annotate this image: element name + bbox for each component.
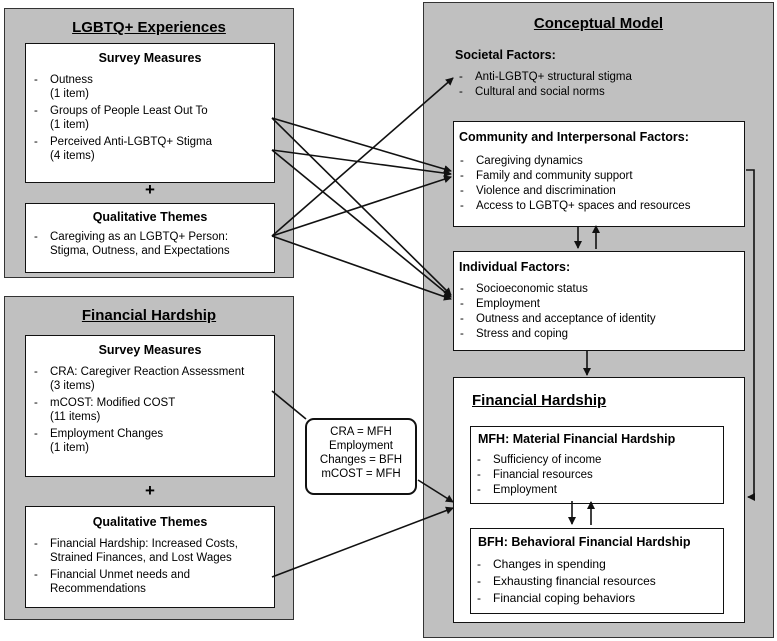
lgbtq-survey-measures-box: Survey Measures Outness(1 item) Groups o… <box>25 43 275 183</box>
bfh-title: BFH: Behavioral Financial Hardship <box>478 535 691 549</box>
list-item: CRA: Caregiver Reaction Assessment(3 ite… <box>30 365 274 393</box>
lgbtq-survey-measures-title: Survey Measures <box>98 51 202 65</box>
list-item: Employment <box>456 297 742 311</box>
list-item: Caregiving dynamics <box>456 154 742 168</box>
community-interpersonal-factors-box: Community and Interpersonal Factors: Car… <box>453 121 745 227</box>
conceptual-model-title: Conceptual Model <box>533 15 664 32</box>
list-item: Caregiving as an LGBTQ+ Person:Stigma, O… <box>30 230 274 258</box>
list-item: Perceived Anti-LGBTQ+ Stigma(4 items) <box>30 135 270 163</box>
list-item: Anti-LGBTQ+ structural stigma <box>455 70 755 84</box>
list-item: Changes in spending <box>473 557 721 572</box>
model-financial-hardship-title: Financial Hardship <box>472 392 607 409</box>
legend-line: Changes = BFH <box>319 454 403 466</box>
list-item: Financial coping behaviors <box>473 591 721 606</box>
list-item: Groups of People Least Out To(1 item) <box>30 104 270 132</box>
list-item: Financial Hardship: Increased Costs,Stra… <box>30 537 274 565</box>
legend-line: mCOST = MFH <box>321 468 401 480</box>
list-item: Family and community support <box>456 169 742 183</box>
lgbtq-experiences-title: LGBTQ+ Experiences <box>72 19 226 36</box>
conceptual-model-panel: Conceptual Model Societal Factors: Anti-… <box>423 2 774 638</box>
model-financial-hardship-box: Financial Hardship MFH: Material Financi… <box>453 377 745 623</box>
list-item: Access to LGBTQ+ spaces and resources <box>456 199 742 213</box>
societal-factors-list: Anti-LGBTQ+ structural stigma Cultural a… <box>455 70 755 99</box>
list-item: mCOST: Modified COST(11 items) <box>30 396 274 424</box>
list-item: Sufficiency of income <box>473 453 721 467</box>
list-item: Socioeconomic status <box>456 282 742 296</box>
list-item: Outness and acceptance of identity <box>456 312 742 326</box>
list-item: Employment Changes(1 item) <box>30 427 274 455</box>
societal-factors-title: Societal Factors: <box>455 48 556 62</box>
lgbtq-qualitative-themes-box: Qualitative Themes Caregiving as an LGBT… <box>25 203 275 273</box>
financial-survey-measures-box: Survey Measures CRA: Caregiver Reaction … <box>25 335 275 477</box>
list-item: Financial resources <box>473 468 721 482</box>
list-item: Stress and coping <box>456 327 742 341</box>
community-factors-title: Community and Interpersonal Factors: <box>459 130 689 144</box>
measure-mapping-legend: CRA = MFH Employment Changes = BFH mCOST… <box>305 418 417 495</box>
bfh-box: BFH: Behavioral Financial Hardship Chang… <box>470 528 724 614</box>
financial-qualitative-themes-title: Qualitative Themes <box>92 515 208 529</box>
individual-factors-title: Individual Factors: <box>459 260 571 274</box>
financial-qualitative-themes-box: Qualitative Themes Financial Hardship: I… <box>25 506 275 608</box>
lgbtq-qualitative-themes-title: Qualitative Themes <box>92 210 208 224</box>
list-item: Employment <box>473 483 721 497</box>
plus-sign: + <box>145 180 155 199</box>
lgbtq-experiences-panel: LGBTQ+ Experiences Survey Measures Outne… <box>4 8 294 278</box>
financial-survey-measures-title: Survey Measures <box>98 343 202 357</box>
list-item: Outness(1 item) <box>30 73 270 101</box>
financial-hardship-title: Financial Hardship <box>81 307 217 324</box>
list-item: Violence and discrimination <box>456 184 742 198</box>
individual-factors-box: Individual Factors: Socioeconomic status… <box>453 251 745 351</box>
financial-hardship-panel: Financial Hardship Survey Measures CRA: … <box>4 296 294 620</box>
mfh-box: MFH: Material Financial Hardship Suffici… <box>470 426 724 504</box>
legend-line: CRA = MFH <box>330 426 392 438</box>
list-item: Cultural and social norms <box>455 85 755 99</box>
mfh-title: MFH: Material Financial Hardship <box>478 432 676 446</box>
legend-line: Employment <box>329 440 393 452</box>
list-item: Exhausting financial resources <box>473 574 721 589</box>
plus-sign: + <box>145 481 155 500</box>
